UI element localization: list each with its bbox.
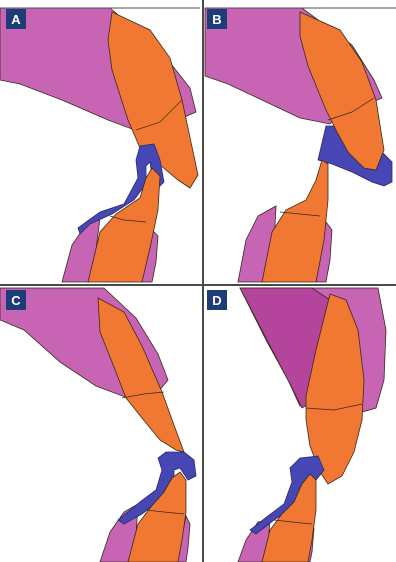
divider-vertical [202,0,204,562]
panel-b-drawing [205,8,392,282]
panel-d-drawing [238,288,386,562]
panel-label-d: D [207,290,227,310]
panel-label-a: A [6,9,26,29]
panel-label-b: B [207,9,227,29]
panel-c-drawing [0,288,196,562]
panel-a-drawing [0,8,198,282]
panel-label-c: C [6,290,26,310]
divider-horizontal [0,284,396,286]
